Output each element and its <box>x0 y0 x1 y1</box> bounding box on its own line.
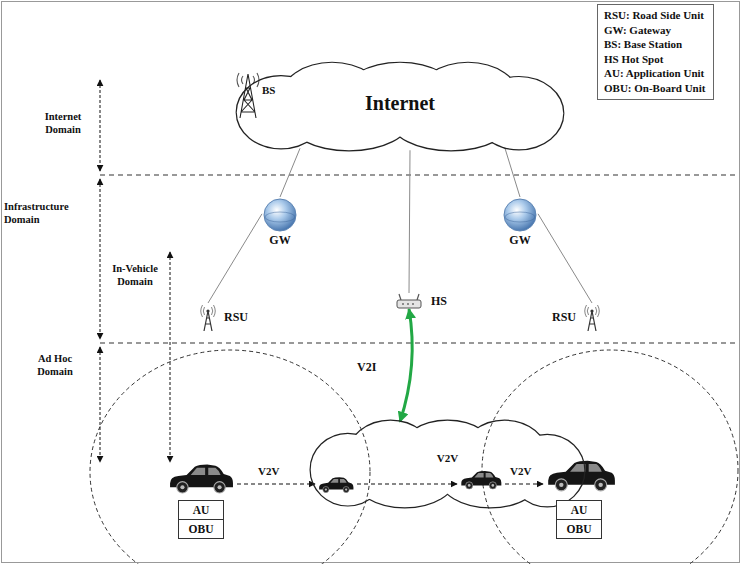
cloud-outline <box>311 421 585 507</box>
domain-divider <box>100 174 738 175</box>
roadside-unit-node: RSU <box>200 303 248 331</box>
domain-divider <box>100 342 738 343</box>
network-link <box>280 148 300 197</box>
unit-box: AU <box>178 500 224 520</box>
domain-label: Infrastructure Domain <box>4 200 96 226</box>
rsu-label: RSU <box>552 310 576 325</box>
wireless-link <box>400 309 412 422</box>
hotspot-node: HS <box>395 293 447 309</box>
gateway-rim <box>265 212 295 222</box>
gateway-sphere <box>504 199 536 231</box>
rsu-mast <box>204 311 212 331</box>
link-label: V2V <box>510 465 531 479</box>
link-label: V2I <box>356 360 377 375</box>
network-cloud: V2V <box>305 418 590 512</box>
v2v-link <box>505 483 543 484</box>
roadside-unit-node: RSU <box>552 303 600 331</box>
rsu-mast <box>588 311 596 331</box>
abbreviation-text: OBU: On-Board Unit <box>604 81 705 96</box>
hotspot-icon <box>395 293 423 309</box>
rsu-antenna <box>200 303 216 331</box>
gateway-sphere <box>264 199 296 231</box>
gateway-node: GW <box>262 197 298 248</box>
abbreviation-text: RSU: Road Side Unit <box>604 8 705 23</box>
gateway-icon <box>502 197 538 233</box>
gateway-node: GW <box>502 197 538 248</box>
cloud-bump <box>462 421 548 491</box>
station-label: BS <box>262 84 275 98</box>
unit-box: OBU <box>556 519 602 539</box>
rsu-waves <box>585 305 600 317</box>
rsu-antenna <box>584 303 600 331</box>
abbreviation-text: GW: Gateway <box>604 23 705 38</box>
cloud-bump <box>311 434 385 505</box>
unit-label: OBU <box>560 520 598 538</box>
unit-label: AU <box>560 501 598 519</box>
gateway-icon <box>262 197 298 233</box>
unit-label: OBU <box>182 520 220 538</box>
unit-box: AU <box>556 500 602 520</box>
unit-box: OBU <box>178 519 224 539</box>
rsu-top <box>206 309 209 312</box>
cloud-bump <box>237 76 325 148</box>
rsu-label: RSU <box>224 310 248 325</box>
rsu-waves <box>201 305 216 317</box>
car <box>170 465 233 493</box>
domain-arrow <box>100 179 101 339</box>
cloud-shape <box>305 418 590 512</box>
hotspot-label: HS <box>431 294 447 309</box>
domain-arrow <box>170 252 171 462</box>
link-label: V2V <box>258 465 279 479</box>
gateway-rim <box>505 212 535 222</box>
cloud-label: V2V <box>305 452 590 464</box>
hotspot-body <box>397 300 421 308</box>
abbreviation-box: RSU: Road Side UnitGW: GatewayBS: Base S… <box>597 4 714 100</box>
hotspot-antenna <box>399 294 419 300</box>
cloud-label: Internet <box>230 92 570 114</box>
network-link <box>538 214 592 303</box>
gateway-label: GW <box>262 233 298 248</box>
rsu-top <box>590 309 593 312</box>
network-link <box>208 214 262 303</box>
network-cloud: Internet <box>230 60 570 155</box>
abbreviation-text: AU: Application Unit <box>604 66 705 81</box>
cloud-bump <box>475 77 563 149</box>
unit-label: AU <box>182 501 220 519</box>
hotspot-leds <box>402 303 414 304</box>
network-link <box>505 148 520 197</box>
abbreviation-text: HS Hot Spot <box>604 52 705 67</box>
domain-label: In-Vehicle Domain <box>104 262 166 288</box>
network-link <box>409 150 410 293</box>
domain-arrow <box>100 347 101 462</box>
domain-label: Internet Domain <box>32 110 94 136</box>
v2v-link <box>237 483 315 484</box>
domain-label: Ad Hoc Domain <box>28 352 82 378</box>
range-circle <box>90 350 370 564</box>
v2v-link <box>357 483 457 484</box>
abbreviation-text: BS: Base Station <box>604 37 705 52</box>
car <box>319 477 353 492</box>
range-circle <box>482 350 738 564</box>
domain-arrow <box>100 80 101 171</box>
cloud-bump <box>510 435 584 506</box>
gateway-label: GW <box>502 233 538 248</box>
